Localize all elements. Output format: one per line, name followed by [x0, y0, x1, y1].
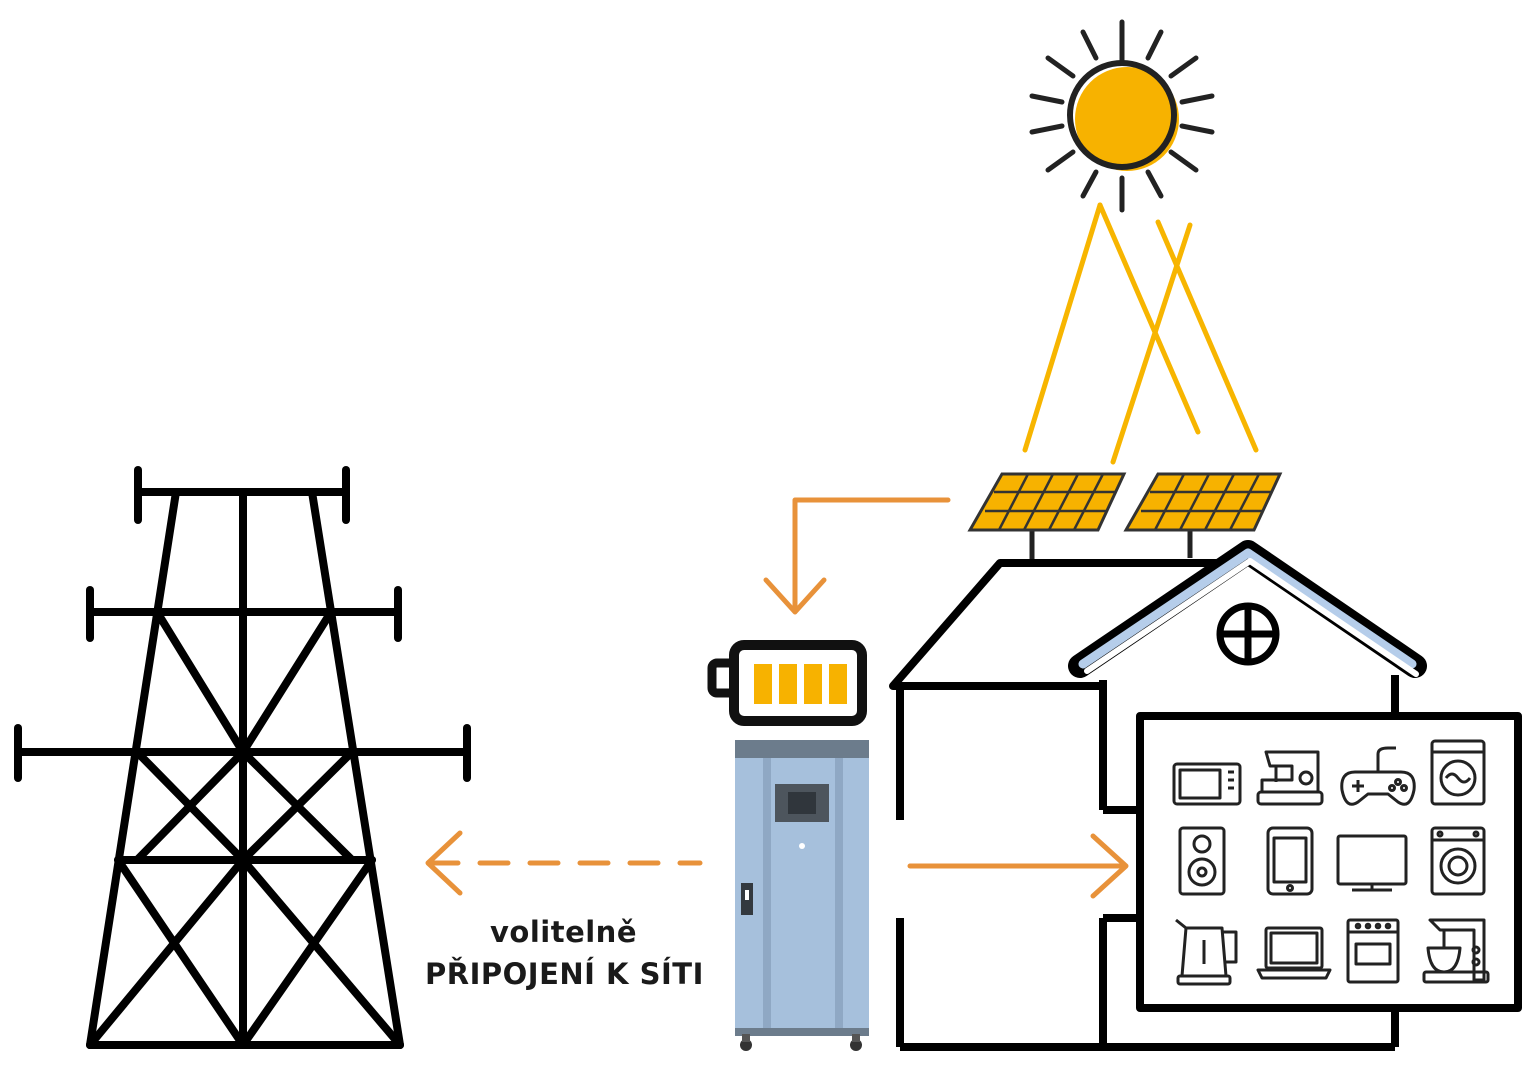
battery-charge-segment: [754, 664, 772, 704]
arrow-panel-to-battery: [763, 497, 951, 615]
gamepad-icon: [1340, 746, 1416, 806]
house-icon: [889, 559, 1522, 1051]
sewing-machine-icon: [1256, 750, 1324, 806]
oven-icon: [1346, 918, 1400, 984]
sunlight-beams: [1022, 202, 1259, 465]
inverter-cabinet-icon: [735, 740, 869, 1051]
attic-window-icon: [1216, 602, 1280, 666]
solar-panel-icon: [1123, 472, 1283, 558]
power-pylon-icon: [14, 466, 471, 1049]
optional-grid-arrow: [425, 830, 703, 896]
microwave-icon: [1172, 762, 1242, 806]
stand-mixer-icon: [1422, 918, 1490, 984]
laptop-icon: [1256, 926, 1332, 980]
dryer-icon: [1430, 826, 1486, 896]
battery-icon: [707, 640, 867, 726]
tablet-icon: [1266, 826, 1314, 896]
washing-machine-icon: [1430, 739, 1486, 806]
appliances-grid: [1172, 739, 1490, 986]
caption-optional: volitelně: [490, 915, 637, 949]
kettle-icon: [1175, 918, 1238, 986]
arrow-to-appliances: [907, 833, 1129, 899]
battery-charge-segment: [829, 664, 847, 704]
speaker-icon: [1178, 826, 1226, 896]
tv-icon: [1336, 834, 1408, 892]
house-roof: [1068, 540, 1427, 678]
sun-icon: [1029, 19, 1215, 213]
battery-charge-segment: [779, 664, 797, 704]
battery-charge-segment: [804, 664, 822, 704]
solar-panel-icon: [967, 472, 1127, 560]
caption-grid-connection: PŘIPOJENÍ K SÍTI: [425, 957, 704, 991]
